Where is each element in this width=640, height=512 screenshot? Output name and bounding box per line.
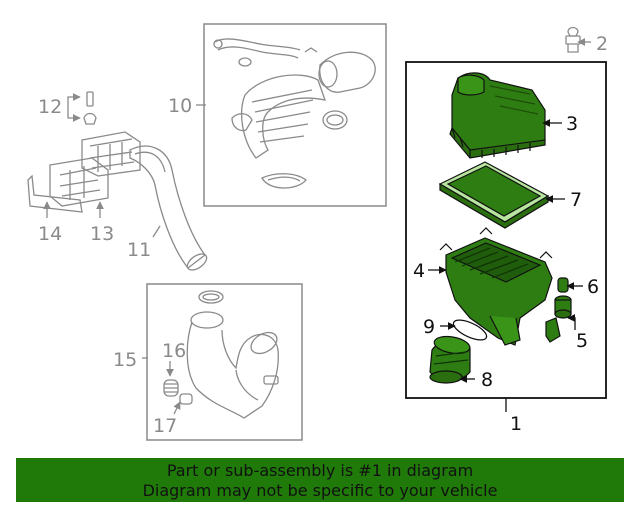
callout-2: 2 [596, 33, 608, 55]
mount-5 [554, 295, 572, 319]
callout-3: 3 [566, 113, 578, 135]
intake-hose-10 [213, 38, 376, 189]
upper-housing-3 [449, 72, 546, 159]
parts-16-17 [163, 379, 193, 405]
bracket-4b [545, 317, 561, 343]
callout-4: 4 [413, 260, 425, 282]
callout-1: 1 [510, 413, 522, 435]
callout-9: 9 [423, 316, 435, 338]
clip-2 [565, 26, 581, 53]
callout-13: 13 [90, 223, 114, 245]
callout-12: 12 [38, 96, 62, 118]
bracket-13 [49, 157, 109, 207]
parts-diagram: 1 2 3 4 5 6 7 8 9 10 11 12 13 14 15 16 1… [27, 23, 608, 441]
callout-15: 15 [113, 349, 137, 371]
notice-line-1: Part or sub-assembly is #1 in diagram [166, 461, 474, 480]
bracket-14 [27, 174, 83, 213]
lower-housing-4 [439, 227, 553, 346]
callout-14: 14 [38, 223, 62, 245]
box-10 [203, 23, 387, 207]
callout-8: 8 [481, 369, 493, 391]
callout-7: 7 [570, 189, 582, 211]
box-15 [146, 283, 303, 441]
callout-17: 17 [153, 415, 177, 437]
notice-banner: Part or sub-assembly is #1 in diagram Di… [16, 458, 624, 502]
notice-line-2: Diagram may not be specific to your vehi… [142, 481, 498, 500]
callout-5: 5 [576, 330, 588, 352]
leader-lines [43, 38, 591, 415]
hose-8 [429, 335, 471, 384]
callout-10: 10 [168, 95, 192, 117]
grommet-6 [557, 277, 569, 293]
callout-16: 16 [162, 340, 186, 362]
resonator-15 [186, 290, 279, 419]
callout-11: 11 [127, 239, 151, 261]
fastener-12 [83, 91, 97, 125]
callout-6: 6 [587, 276, 599, 298]
filter-7 [438, 161, 550, 229]
duct-11 [81, 131, 208, 271]
